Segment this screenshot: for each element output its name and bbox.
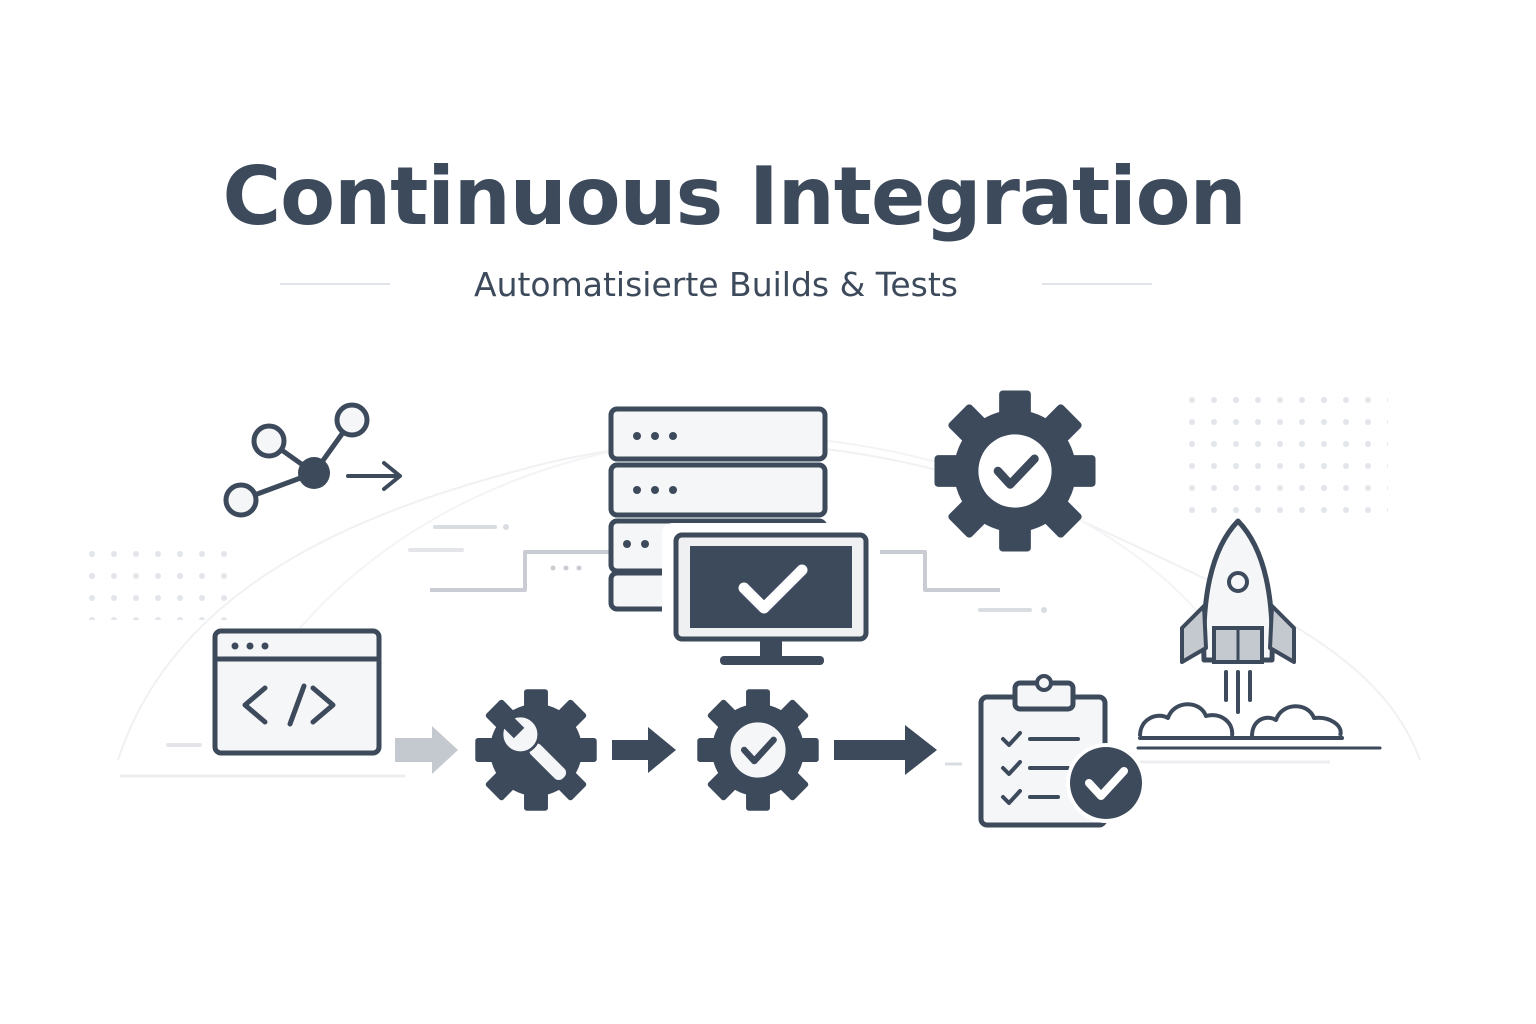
monitor-check-icon (662, 523, 880, 665)
subtitle-rule-right (1041, 283, 1152, 285)
arrow-dark-2 (834, 725, 937, 775)
git-branch-icon (223, 402, 402, 518)
arrow-dark-1 (612, 727, 676, 773)
wrench-gear-icon (475, 689, 597, 811)
check-gear-icon (697, 689, 819, 811)
page-title: Continuous Integration (222, 150, 1246, 243)
dot-grid-left (88, 540, 238, 620)
page-subtitle: Automatisierte Builds & Tests (474, 264, 958, 304)
rocket-icon (1136, 518, 1382, 750)
big-check-gear-icon (934, 390, 1096, 552)
subtitle-rule-left (280, 283, 390, 285)
dot-grid-right (1178, 392, 1388, 516)
code-window-icon (212, 628, 382, 756)
arrow-gray (395, 726, 458, 774)
test-clipboard-icon (978, 674, 1146, 828)
subtitle-row: Automatisierte Builds & Tests (280, 262, 1152, 306)
background-decoration (88, 392, 1421, 778)
